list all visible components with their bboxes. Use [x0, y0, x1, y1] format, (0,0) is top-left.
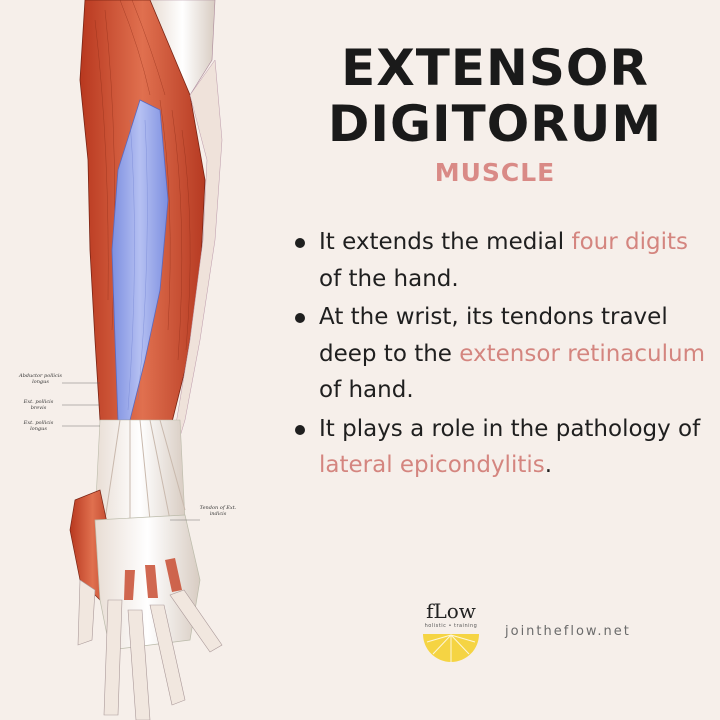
finger-thumb — [77, 579, 96, 646]
forearm-anatomy-illustration — [62, 0, 223, 720]
fact-text: It plays a role in the pathology of — [319, 415, 701, 442]
fact-text: It extends the medial — [319, 229, 572, 255]
brand-tagline: holistic • training — [424, 623, 478, 629]
bullet-icon — [295, 313, 305, 323]
title-line-2: DIGITORUM — [327, 95, 663, 153]
label-tendon-ext-indicis: Tendon of Ext. indicis — [199, 505, 237, 517]
fact-highlight: extensor retinaculum — [459, 340, 705, 367]
fact-list: It extends the medial four digits of the… — [293, 224, 713, 486]
finger-index — [103, 599, 123, 716]
bullet-icon — [295, 424, 305, 435]
finger-middle — [127, 609, 151, 720]
illustration-labels — [62, 382, 200, 521]
subtitle: MUSCLE — [434, 158, 556, 187]
fact-text: of hand. — [319, 377, 414, 403]
fact-text: At the wrist, its tendons travel deep to… — [319, 304, 668, 367]
label-ext-pollicis-brevis: Ext. pollicis brevis — [23, 399, 54, 411]
bullet-icon — [295, 238, 305, 248]
label-ext-pollicis-longus: Ext. pollicis longus — [23, 420, 54, 432]
fact-item: It plays a role in the pathology of late… — [293, 411, 713, 484]
finger-ring — [149, 604, 186, 706]
title-line-1: EXTENSOR — [341, 39, 649, 97]
fact-item: At the wrist, its tendons travel deep to… — [293, 299, 713, 409]
wrist-tendons — [94, 419, 186, 521]
website-link[interactable]: jointheflow.net — [505, 624, 631, 639]
fact-item: It extends the medial four digits of the… — [293, 224, 713, 297]
brand-logo: fLow holistic • training — [416, 600, 486, 680]
fact-text: . — [544, 452, 553, 478]
fact-highlight: lateral epicondylitis — [319, 452, 545, 478]
brand-name: fLow — [426, 599, 476, 623]
fact-text: of the hand. — [319, 265, 459, 292]
title-block: EXTENSOR DIGITORUM MUSCLE — [270, 40, 720, 188]
fact-highlight: four digits — [571, 229, 689, 255]
finger-little — [169, 589, 223, 653]
sun-logo-icon — [423, 634, 479, 662]
label-abductor: Abductor pollicis longus — [18, 373, 62, 385]
